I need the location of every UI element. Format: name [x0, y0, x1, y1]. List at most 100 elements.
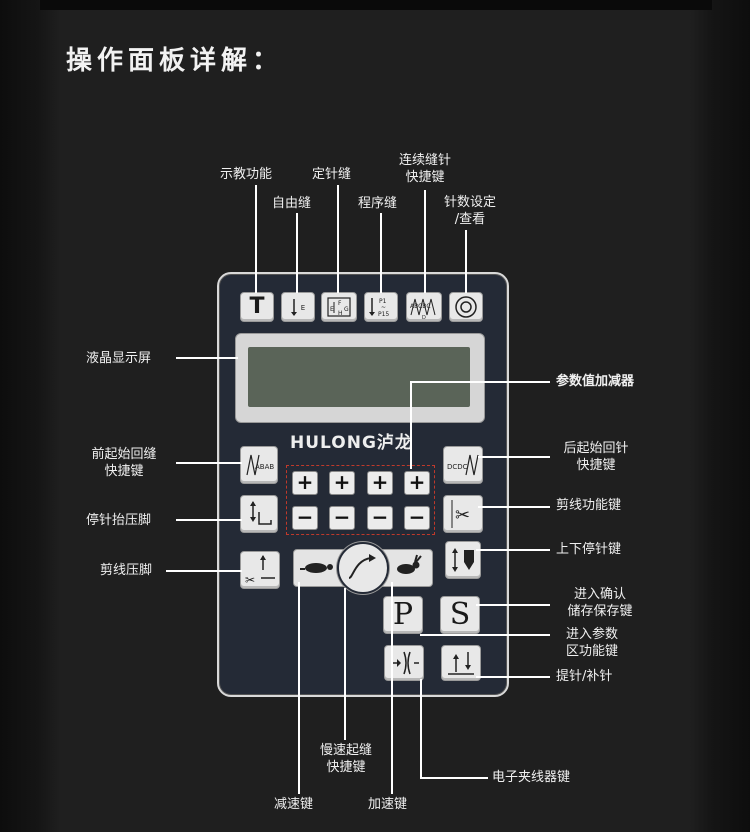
plus-key-3[interactable]: + — [367, 471, 393, 495]
callout-line — [176, 462, 242, 464]
callout-line — [255, 185, 257, 293]
speed-up-key[interactable] — [388, 552, 428, 582]
label-slow-start: 慢速起缝 快捷键 — [306, 742, 386, 776]
label-confirm-save: 进入确认 储存保存键 — [552, 586, 648, 620]
trim-foot-key[interactable]: ✂ — [240, 551, 280, 589]
label-param-area-text: 进入参数 区功能键 — [565, 627, 618, 659]
callout-line — [420, 679, 422, 779]
stitch-count-key[interactable] — [449, 292, 483, 322]
svg-text:DCDC: DCDC — [447, 463, 468, 471]
label-up-down-stop: 上下停针键 — [556, 542, 622, 557]
label-needle-up-fill: 提针/补针 — [556, 669, 613, 684]
needle-up-fill-key[interactable] — [441, 645, 481, 681]
callout-line — [166, 570, 242, 572]
label-front-backtack: 前起始回缝 快捷键 — [78, 446, 170, 480]
plus-key-2[interactable]: + — [329, 471, 355, 495]
callout-line — [465, 230, 467, 293]
callout-line — [420, 634, 550, 636]
svg-text:F: F — [338, 300, 342, 307]
callout-line — [476, 676, 550, 678]
teach-key[interactable]: T — [240, 292, 274, 322]
callout-line — [296, 213, 298, 293]
svg-text:E: E — [330, 306, 334, 313]
callout-line — [476, 604, 550, 606]
fixed-sew-key[interactable]: F E G H — [321, 292, 357, 322]
rear-backtack-key[interactable]: DCDC — [443, 446, 483, 484]
label-stop-lift: 停针抬压脚 — [86, 513, 152, 528]
plus-key-1[interactable]: + — [292, 471, 318, 495]
s-key[interactable]: S — [440, 596, 480, 634]
p-key[interactable]: P — [383, 596, 423, 634]
scissors-icon: ✂ — [451, 500, 470, 528]
label-front-backtack-text: 前起始回缝 快捷键 — [91, 447, 157, 479]
rear-backtack-icon: DCDC — [447, 454, 479, 476]
callout-line — [476, 549, 550, 551]
clamp-key[interactable] — [384, 645, 424, 681]
continuous-sew-key[interactable]: ABCBC D — [406, 292, 442, 322]
free-sew-glyph: E — [300, 304, 306, 312]
trim-foot-icon: ✂ — [245, 555, 275, 587]
slow-down-key[interactable] — [296, 552, 336, 582]
callout-line — [344, 588, 346, 740]
brand-logo: HULONG泸龙 — [290, 433, 413, 453]
callout-line — [176, 357, 238, 359]
free-sew-key[interactable]: E — [281, 292, 315, 322]
callout-line — [420, 777, 488, 779]
needle-icon — [448, 652, 474, 675]
svg-text:H: H — [338, 310, 343, 317]
turtle-icon — [300, 563, 333, 573]
plus-key-4[interactable]: + — [404, 471, 430, 495]
label-trim-foot: 剪线压脚 — [100, 563, 153, 578]
minus-key-4[interactable]: − — [404, 506, 430, 530]
page-title: 操作面板详解： — [66, 46, 284, 76]
label-param-adjust: 参数值加减器 — [556, 374, 635, 389]
slow-start-icon — [348, 554, 376, 579]
callout-line — [176, 519, 242, 521]
program-sew-key[interactable]: P1 ~ P15 — [364, 292, 398, 322]
svg-text:P15: P15 — [378, 311, 389, 318]
minus-key-2[interactable]: − — [329, 506, 355, 530]
label-rear-backtack-text: 后起始回针 快捷键 — [563, 441, 629, 473]
fixed-sew-icon: F E G H — [327, 297, 351, 317]
minus-key-3[interactable]: − — [367, 506, 393, 530]
label-continuous-sew-text: 连续缝针 快捷键 — [398, 153, 451, 185]
label-slow-start-text: 慢速起缝 快捷键 — [319, 743, 372, 775]
callout-line — [337, 185, 339, 293]
teach-key-label: T — [249, 294, 265, 319]
callout-line — [410, 381, 550, 383]
stop-lift-icon — [250, 501, 272, 525]
label-stitch-count: 针数设定 /查看 — [433, 194, 507, 228]
label-speed-up: 加速键 — [368, 797, 408, 812]
free-sew-icon — [291, 299, 297, 316]
lcd-screen — [248, 347, 470, 407]
svg-text:✂: ✂ — [455, 505, 470, 526]
label-slow-down: 减速键 — [274, 797, 314, 812]
slow-start-key[interactable] — [337, 542, 389, 594]
svg-text:G: G — [344, 306, 349, 313]
callout-line — [410, 381, 412, 469]
top-bar — [40, 0, 712, 10]
front-backtack-key[interactable]: ABAB — [240, 446, 278, 484]
label-confirm-save-text: 进入确认 储存保存键 — [567, 587, 633, 619]
svg-text:P1: P1 — [379, 298, 387, 305]
svg-text:D: D — [422, 315, 426, 321]
s-key-label: S — [449, 597, 471, 632]
label-trim: 剪线功能键 — [556, 498, 622, 513]
label-param-area: 进入参数 区功能键 — [552, 626, 632, 660]
label-rear-backtack: 后起始回针 快捷键 — [550, 440, 642, 474]
callout-line — [478, 456, 550, 458]
label-continuous-sew: 连续缝针 快捷键 — [388, 152, 462, 186]
label-stitch-count-text: 针数设定 /查看 — [443, 195, 496, 227]
up-down-stop-key[interactable] — [445, 541, 481, 579]
svg-text:✂: ✂ — [245, 573, 255, 587]
label-free-sew: 自由缝 — [272, 196, 312, 211]
minus-key-1[interactable]: − — [292, 506, 318, 530]
callout-line — [298, 582, 300, 794]
callout-line — [391, 582, 393, 794]
trim-key[interactable]: ✂ — [443, 495, 483, 533]
svg-text:~: ~ — [381, 304, 386, 311]
label-lcd: 液晶显示屏 — [86, 351, 152, 366]
callout-line — [478, 506, 550, 508]
stop-lift-key[interactable] — [240, 495, 278, 533]
continuous-sew-icon: ABCBC D — [410, 298, 436, 321]
